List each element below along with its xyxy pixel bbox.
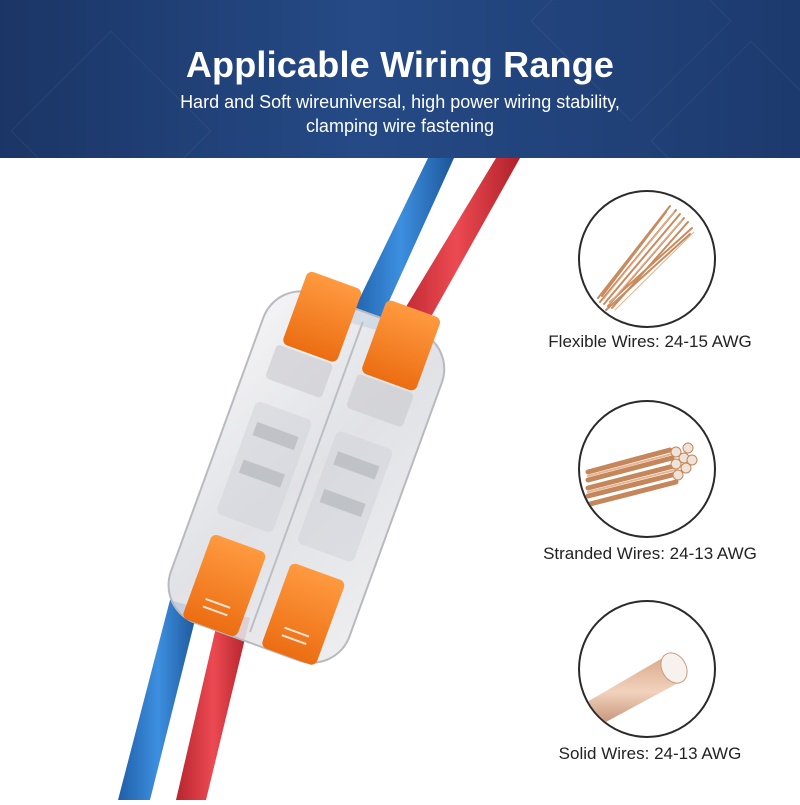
solid-wire-icon: [578, 600, 716, 738]
flexible-wire-label: Flexible Wires: 24-15 AWG: [548, 332, 752, 351]
wire-type-stranded: Stranded Wires: 24-13 AWG: [500, 400, 800, 570]
stranded-wire-label: Stranded Wires: 24-13 AWG: [543, 544, 757, 563]
wire-type-solid: Solid Wires: 24-13 AWG: [500, 600, 800, 770]
wire-type-flexible: Flexible Wires: 24-15 AWG: [500, 190, 800, 360]
red-wire-bottom: [176, 610, 250, 800]
blue-wire-top: [348, 158, 454, 330]
bottom-lever-right: [262, 563, 345, 665]
top-lever-left: [283, 271, 362, 362]
subtitle-line-2: clamping wire fastening: [305, 116, 495, 136]
solid-wire-label: Solid Wires: 24-13 AWG: [558, 744, 742, 763]
subtitle-line-1: Hard and Soft wireuniversal, high power …: [180, 92, 620, 112]
red-wire-top: [392, 158, 520, 340]
wire-connector-image: [118, 158, 520, 800]
flexible-wire-icon: [578, 190, 716, 328]
stranded-wire-icon: [578, 400, 716, 538]
product-illustration: [0, 158, 800, 800]
blue-wire-bottom: [118, 600, 198, 800]
page-title: Applicable Wiring Range: [185, 44, 615, 85]
top-lever-right: [362, 300, 441, 391]
header-banner: Applicable Wiring Range Hard and Soft wi…: [0, 0, 800, 158]
bottom-lever-left: [183, 534, 266, 637]
